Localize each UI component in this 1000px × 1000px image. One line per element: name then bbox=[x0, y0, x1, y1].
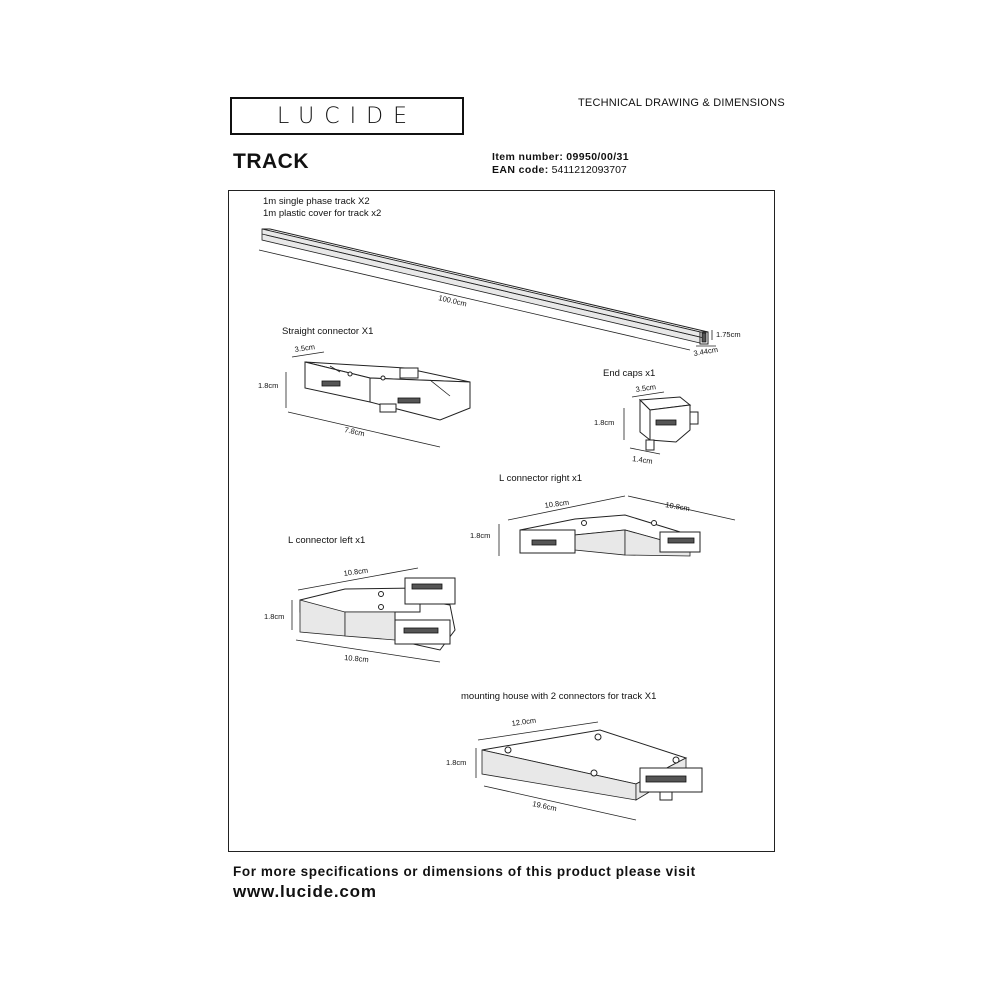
document-type: TECHNICAL DRAWING & DIMENSIONS bbox=[578, 97, 785, 109]
track-height-label: 1.75cm bbox=[716, 330, 741, 339]
l-right-arm-a-label: 10.8cm bbox=[544, 498, 570, 510]
end-caps-label: End caps x1 bbox=[603, 368, 655, 379]
l-left-label: L connector left x1 bbox=[288, 535, 365, 546]
l-left-arm-a-label: 10.8cm bbox=[343, 566, 369, 578]
item-number-value: 09950/00/31 bbox=[566, 151, 630, 163]
track-length-label: 100.0cm bbox=[438, 293, 468, 308]
l-right-height-label: 1.8cm bbox=[470, 531, 490, 540]
page-title: TRACK bbox=[233, 150, 309, 173]
footer-note: For more specifications or dimensions of… bbox=[233, 864, 696, 879]
l-right-arm-a-dimension-line bbox=[507, 495, 626, 521]
product-meta: Item number: 09950/00/31 EAN code: 54112… bbox=[492, 151, 629, 177]
mounting-house-figure: mounting house with 2 connectors for tra… bbox=[446, 691, 703, 821]
mounting-width-label: 12.0cm bbox=[511, 716, 537, 728]
mounting-length-dimension-line bbox=[483, 785, 637, 821]
straight-connector-label: Straight connector X1 bbox=[282, 326, 373, 337]
track-figure: 1m single phase track X2 1m plastic cove… bbox=[258, 196, 741, 358]
l-left-arm-b-dimension-line bbox=[295, 639, 441, 663]
straight-width-label: 3.5cm bbox=[294, 342, 315, 354]
ean-value: 5411212093707 bbox=[551, 164, 627, 176]
end-caps-drawing bbox=[638, 396, 699, 451]
l-connector-right-drawing bbox=[519, 514, 701, 557]
l-connector-left-drawing bbox=[299, 577, 456, 651]
track-width-label: 3.44cm bbox=[693, 345, 719, 358]
brand-logo: LUCIDE bbox=[230, 97, 464, 135]
end-caps-height-label: 1.8cm bbox=[594, 418, 614, 427]
track-label-2: 1m plastic cover for track x2 bbox=[263, 208, 381, 219]
l-left-arm-b-label: 10.8cm bbox=[344, 653, 369, 664]
end-caps-figure: End caps x1 3.5cm 1.8cm 1.4cm bbox=[594, 368, 699, 466]
straight-width-dimension-line bbox=[291, 351, 325, 358]
straight-connector-drawing bbox=[304, 361, 471, 421]
l-right-arm-b-label: 10.8cm bbox=[665, 500, 691, 513]
l-connector-left-figure: L connector left x1 10.8cm 1.8cm 10.8cm bbox=[264, 535, 456, 664]
end-caps-depth-dimension-line bbox=[629, 447, 661, 455]
mounting-house-label: mounting house with 2 connectors for tra… bbox=[461, 691, 656, 702]
end-caps-width-label: 3.5cm bbox=[635, 382, 656, 394]
ean-label: EAN code: bbox=[492, 164, 549, 176]
straight-connector-figure: Straight connector X1 3.5cm 1.8cm 7.8cm bbox=[258, 326, 471, 448]
straight-height-label: 1.8cm bbox=[258, 381, 278, 390]
track-profile-drawing bbox=[261, 228, 709, 345]
l-left-arm-a-dimension-line bbox=[297, 567, 419, 591]
website-link[interactable]: www.lucide.com bbox=[233, 882, 377, 901]
end-caps-width-dimension-line bbox=[631, 391, 665, 398]
l-right-label: L connector right x1 bbox=[499, 473, 582, 484]
item-number-label: Item number: bbox=[492, 151, 564, 163]
track-label-1: 1m single phase track X2 bbox=[263, 196, 370, 207]
ean-row: EAN code: 5411212093707 bbox=[492, 164, 629, 177]
drawing-frame bbox=[228, 190, 775, 852]
l-connector-right-figure: L connector right x1 10.8cm 10.8cm 1.8cm bbox=[470, 473, 736, 557]
mounting-house-drawing bbox=[481, 729, 703, 801]
mounting-height-label: 1.8cm bbox=[446, 758, 466, 767]
track-length-dimension-line bbox=[258, 249, 691, 351]
item-number-row: Item number: 09950/00/31 bbox=[492, 151, 629, 164]
l-left-height-label: 1.8cm bbox=[264, 612, 284, 621]
straight-length-dimension-line bbox=[287, 411, 441, 448]
mounting-width-dimension-line bbox=[477, 721, 599, 741]
end-caps-depth-label: 1.4cm bbox=[632, 454, 653, 466]
l-right-arm-b-dimension-line bbox=[627, 495, 736, 521]
straight-length-label: 7.8cm bbox=[344, 425, 366, 438]
logo-text: LUCIDE bbox=[277, 103, 417, 129]
